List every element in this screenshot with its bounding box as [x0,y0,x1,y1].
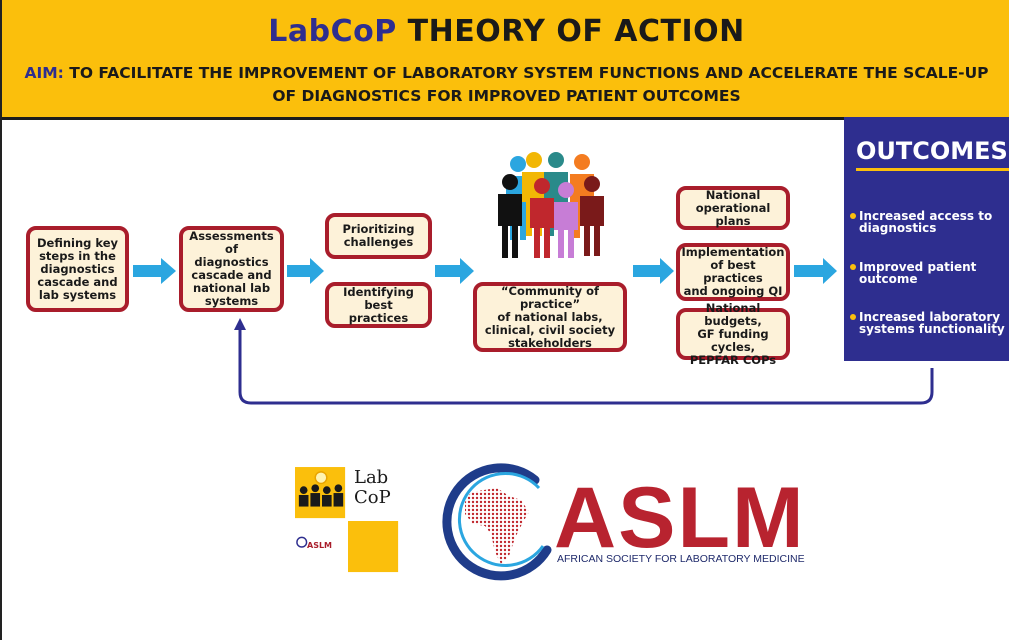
header-banner: LabCoP THEORY OF ACTION AIM: TO FACILITA… [2,0,1009,120]
aslm-tagline: AFRICAN SOCIETY FOR LABORATORY MEDICINE [557,553,805,565]
aim-statement: AIM: TO FACILITATE THE IMPROVEMENT OF LA… [22,62,991,108]
title-brand: LabCoP [268,14,397,49]
labcop-logo [295,467,399,573]
people-group-icon [498,152,604,258]
outcome-item-lab-systems: Increased laboratory systems functionali… [850,311,1009,335]
labcop-aslm-mark: ASLM [307,541,333,550]
step-implementation-box: Implementation of best practices and ong… [676,243,790,301]
step-prioritizing-box: Prioritizing challenges [325,213,432,259]
step-community-box: “Community of practice” of national labs… [473,282,627,352]
labcop-wordmark: Lab CoP [354,467,391,508]
outcome-item-access: Increased access to diagnostics [850,210,1009,234]
bullet-dot-icon [850,213,856,219]
flow-arrow-1 [133,258,176,284]
flow-arrow-5 [794,258,837,284]
step-defining-box: Defining key steps in the diagnostics ca… [26,226,129,312]
page-title: LabCoP THEORY OF ACTION [2,14,1009,49]
step-operational-box: National operational plans [676,186,790,230]
step-identifying-box: Identifying best practices [325,282,432,328]
flow-arrow-3 [435,258,474,284]
aslm-logo-icon [442,463,552,581]
outcomes-underline [856,168,1009,171]
title-rest: THEORY OF ACTION [396,14,745,49]
outcomes-panel: OUTCOMES Increased access to diagnostics… [844,117,1009,361]
step-budgets-box: National budgets, GF funding cycles, PEP… [676,301,790,366]
flow-arrow-4 [633,258,674,284]
step-assessments-box: Assessments of diagnostics cascade and n… [179,226,284,312]
outcome-item-patient: Improved patient outcome [850,261,1009,285]
aslm-wordmark: ASLM [554,470,806,566]
outcomes-title: OUTCOMES [856,137,1008,165]
bullet-dot-icon [850,314,856,320]
aim-label: AIM: [24,64,64,82]
aim-text: TO FACILITATE THE IMPROVEMENT OF LABORAT… [63,64,989,105]
bullet-dot-icon [850,264,856,270]
flow-arrow-2 [287,258,324,284]
